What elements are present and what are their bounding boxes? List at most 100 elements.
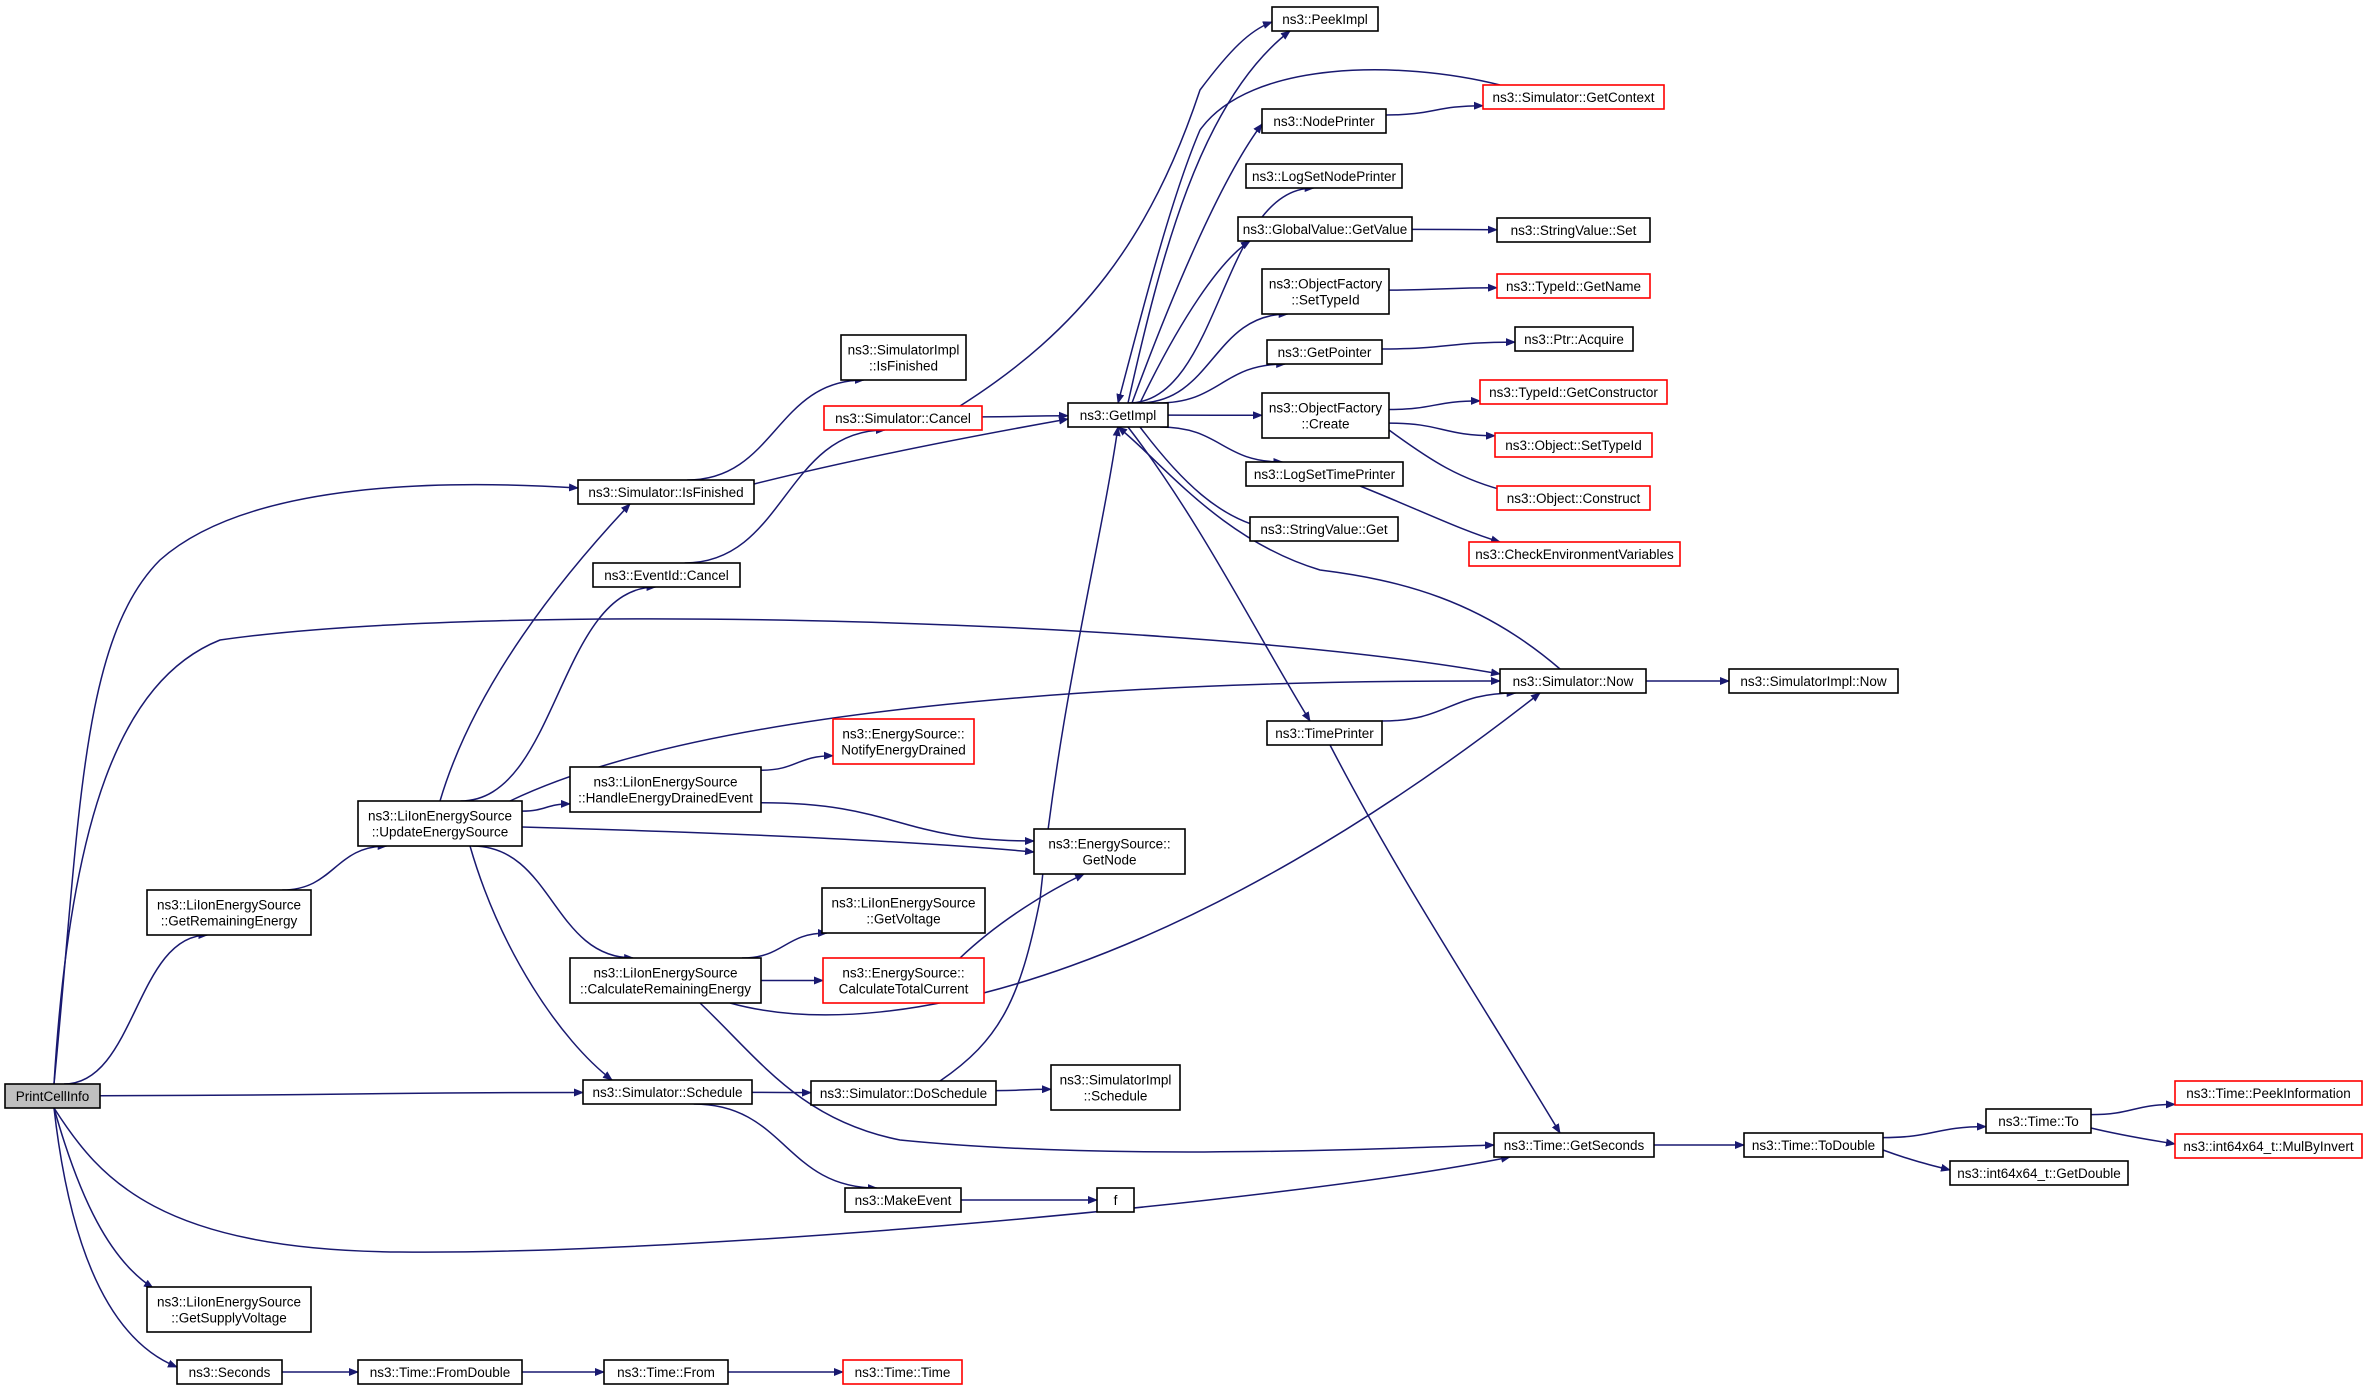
edge-getimpl-to-timeprinter bbox=[1127, 426, 1311, 722]
edge-sim-isfinished-to-simimpl-isfinished bbox=[687, 376, 865, 481]
node-box bbox=[1496, 273, 1651, 299]
node-checkenv[interactable]: ns3::CheckEnvironmentVariables bbox=[1468, 541, 1681, 567]
node-time-from[interactable]: ns3::Time::From bbox=[603, 1359, 729, 1385]
node-int64-mulbyinvert[interactable]: ns3::int64x64_t::MulByInvert bbox=[2174, 1133, 2363, 1159]
node-object-construct[interactable]: ns3::Object::Construct bbox=[1496, 485, 1651, 511]
node-label: ns3::LiIonEnergySource bbox=[368, 809, 512, 824]
node-time-fromdouble[interactable]: ns3::Time::FromDouble bbox=[357, 1359, 523, 1385]
node-label: ns3::GlobalValue::GetValue bbox=[1243, 222, 1408, 237]
node-box bbox=[810, 1080, 997, 1106]
node-ptr-acquire[interactable]: ns3::Ptr::Acquire bbox=[1514, 326, 1634, 352]
edge-printcellinfo-to-sim-now bbox=[53, 618, 1501, 1085]
node-typeid-getname[interactable]: ns3::TypeId::GetName bbox=[1496, 273, 1651, 299]
node-calctotalcurrent[interactable]: ns3::EnergySource::CalculateTotalCurrent bbox=[822, 957, 985, 1004]
node-simimpl-schedule[interactable]: ns3::SimulatorImpl::Schedule bbox=[1050, 1064, 1181, 1111]
node-sim-isfinished[interactable]: ns3::Simulator::IsFinished bbox=[577, 479, 755, 505]
node-simimpl-now[interactable]: ns3::SimulatorImpl::Now bbox=[1728, 668, 1899, 694]
node-sv-get[interactable]: ns3::StringValue::Get bbox=[1249, 516, 1399, 542]
node-time-peekinformation[interactable]: ns3::Time::PeekInformation bbox=[2174, 1080, 2363, 1106]
node-box bbox=[823, 405, 983, 431]
node-getremainingenergy[interactable]: ns3::LiIonEnergySource::GetRemainingEner… bbox=[146, 889, 312, 936]
node-label: ns3::TypeId::GetConstructor bbox=[1489, 385, 1658, 400]
node-box bbox=[603, 1359, 729, 1385]
edge-sim-schedule-to-makeevent bbox=[693, 1103, 878, 1192]
node-box bbox=[1496, 217, 1651, 243]
node-seconds[interactable]: ns3::Seconds bbox=[176, 1359, 283, 1385]
node-box bbox=[1514, 326, 1634, 352]
node-simimpl-isfinished[interactable]: ns3::SimulatorImpl::IsFinished bbox=[840, 334, 967, 381]
edge-getimpl-to-getpointer bbox=[1157, 360, 1287, 404]
node-label: ::IsFinished bbox=[869, 359, 938, 374]
node-label: ns3::GetImpl bbox=[1080, 408, 1157, 423]
node-sim-schedule[interactable]: ns3::Simulator::Schedule bbox=[582, 1079, 753, 1105]
edge-calcremaining-to-getvoltage bbox=[741, 929, 828, 959]
node-int64-getdouble[interactable]: ns3::int64x64_t::GetDouble bbox=[1949, 1160, 2129, 1186]
node-time-todouble[interactable]: ns3::Time::ToDouble bbox=[1743, 1132, 1884, 1158]
node-box bbox=[1494, 432, 1653, 458]
node-calcremaining[interactable]: ns3::LiIonEnergySource::CalculateRemaini… bbox=[569, 957, 762, 1004]
edge-time-todouble-to-int64-getdouble bbox=[1882, 1149, 1951, 1172]
edge-time-todouble-to-time-to bbox=[1882, 1122, 1987, 1139]
node-f[interactable]: f bbox=[1096, 1187, 1135, 1213]
node-box bbox=[1499, 668, 1647, 694]
node-getimpl[interactable]: ns3::GetImpl bbox=[1067, 402, 1169, 428]
node-peekimpl[interactable]: ns3::PeekImpl bbox=[1271, 6, 1379, 32]
node-sim-cancel[interactable]: ns3::Simulator::Cancel bbox=[823, 405, 983, 431]
edge-printcellinfo-to-sim-isfinished bbox=[53, 483, 579, 1085]
edge-printcellinfo-to-sim-schedule bbox=[99, 1088, 584, 1097]
node-label: ns3::Time::Time bbox=[855, 1365, 951, 1380]
edge-getimpl-to-nodeprinter bbox=[1131, 123, 1263, 404]
node-label: ns3::Simulator::Cancel bbox=[835, 411, 971, 426]
node-handleenergydrained[interactable]: ns3::LiIonEnergySource::HandleEnergyDrai… bbox=[569, 766, 762, 813]
node-es-getnode[interactable]: ns3::EnergySource::GetNode bbox=[1033, 828, 1186, 875]
node-notifyenergydrained[interactable]: ns3::EnergySource::NotifyEnergyDrained bbox=[832, 718, 975, 765]
edge-of-create-to-object-construct bbox=[1388, 429, 1511, 494]
node-nodeprinter[interactable]: ns3::NodePrinter bbox=[1261, 108, 1387, 134]
node-of-settypeid[interactable]: ns3::ObjectFactory::SetTypeId bbox=[1261, 268, 1390, 315]
edge-updateenergysource-to-handleenergydrained bbox=[521, 799, 571, 812]
node-updateenergysource[interactable]: ns3::LiIonEnergySource::UpdateEnergySour… bbox=[357, 800, 523, 847]
node-logsetnodeprinter[interactable]: ns3::LogSetNodePrinter bbox=[1245, 163, 1403, 189]
node-box bbox=[357, 800, 523, 847]
node-time-to[interactable]: ns3::Time::To bbox=[1985, 1108, 2092, 1134]
node-label: ns3::Time::ToDouble bbox=[1752, 1138, 1875, 1153]
edge-getpointer-to-ptr-acquire bbox=[1381, 338, 1516, 350]
node-sim-now[interactable]: ns3::Simulator::Now bbox=[1499, 668, 1647, 694]
node-typeid-getconstructor[interactable]: ns3::TypeId::GetConstructor bbox=[1479, 379, 1668, 405]
node-label: ns3::Object::SetTypeId bbox=[1505, 438, 1642, 453]
edge-nodeprinter-to-sim-getcontext bbox=[1385, 101, 1484, 116]
node-object-settypeid[interactable]: ns3::Object::SetTypeId bbox=[1494, 432, 1653, 458]
node-box bbox=[357, 1359, 523, 1385]
node-time-getseconds[interactable]: ns3::Time::GetSeconds bbox=[1493, 1132, 1655, 1158]
node-box bbox=[569, 957, 762, 1004]
edge-getimpl-to-of-settypeid bbox=[1138, 310, 1289, 404]
node-box bbox=[1493, 1132, 1655, 1158]
node-of-create[interactable]: ns3::ObjectFactory::Create bbox=[1261, 392, 1390, 439]
node-sim-getcontext[interactable]: ns3::Simulator::GetContext bbox=[1482, 84, 1665, 110]
node-getvoltage[interactable]: ns3::LiIonEnergySource::GetVoltage bbox=[821, 887, 986, 934]
node-label: ns3::Time::GetSeconds bbox=[1504, 1138, 1645, 1153]
node-gv-getvalue[interactable]: ns3::GlobalValue::GetValue bbox=[1237, 216, 1413, 242]
edge-eventid-cancel-to-sim-cancel bbox=[684, 426, 886, 564]
node-printcellinfo[interactable]: PrintCellInfo bbox=[4, 1083, 101, 1109]
node-logsettimeprinter[interactable]: ns3::LogSetTimePrinter bbox=[1245, 461, 1404, 487]
node-label: ns3::Time::To bbox=[1998, 1114, 2079, 1129]
node-box bbox=[1261, 108, 1387, 134]
node-box bbox=[146, 1286, 312, 1333]
node-eventid-cancel[interactable]: ns3::EventId::Cancel bbox=[592, 562, 741, 588]
node-getpointer[interactable]: ns3::GetPointer bbox=[1266, 339, 1383, 365]
node-label: PrintCellInfo bbox=[16, 1089, 90, 1104]
node-sim-doschedule[interactable]: ns3::Simulator::DoSchedule bbox=[810, 1080, 997, 1106]
node-makeevent[interactable]: ns3::MakeEvent bbox=[844, 1187, 962, 1213]
edge-sim-getcontext-to-getimpl bbox=[1116, 69, 1501, 404]
node-label: ns3::ObjectFactory bbox=[1269, 277, 1383, 292]
node-label: ns3::NodePrinter bbox=[1273, 114, 1375, 129]
node-label: ns3::LogSetNodePrinter bbox=[1252, 169, 1397, 184]
node-sv-set[interactable]: ns3::StringValue::Set bbox=[1496, 217, 1651, 243]
node-getsupplyvoltage[interactable]: ns3::LiIonEnergySource::GetSupplyVoltage bbox=[146, 1286, 312, 1333]
node-label: ns3::Simulator::Now bbox=[1513, 674, 1634, 689]
node-time-time[interactable]: ns3::Time::Time bbox=[842, 1359, 963, 1385]
node-timeprinter[interactable]: ns3::TimePrinter bbox=[1266, 720, 1383, 746]
node-label: ns3::Seconds bbox=[189, 1365, 271, 1380]
node-label: ns3::TypeId::GetName bbox=[1506, 279, 1641, 294]
